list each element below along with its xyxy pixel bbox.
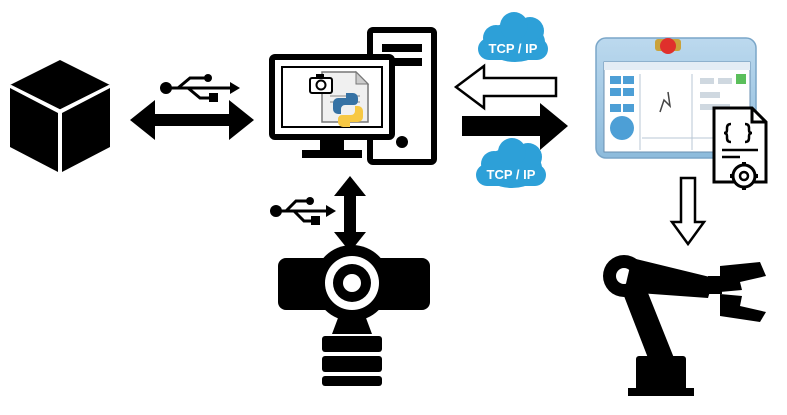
cube-icon xyxy=(9,60,111,172)
code-file-gear-icon xyxy=(712,106,768,190)
python-logo-icon xyxy=(333,93,363,127)
camera-icon xyxy=(309,74,333,94)
cloud-tcpip-bottom: TCP / IP xyxy=(476,138,546,188)
cloud-label-bottom: TCP / IP xyxy=(487,167,536,182)
webcam-icon xyxy=(278,245,430,386)
robot-arm-icon xyxy=(603,255,766,396)
arrow-pendant-to-pc xyxy=(453,63,558,111)
usb-icon xyxy=(160,74,240,102)
cloud-tcpip-top: TCP / IP xyxy=(478,12,548,62)
desktop-computer-icon xyxy=(269,27,437,165)
usb-icon xyxy=(270,197,336,225)
arrow-pendant-to-robot xyxy=(669,176,707,247)
cloud-label-top: TCP / IP xyxy=(489,41,538,56)
double-arrow-usb-horizontal xyxy=(130,100,254,140)
double-arrow-usb-vertical xyxy=(334,176,366,252)
arrow-pc-to-pendant xyxy=(462,103,568,150)
